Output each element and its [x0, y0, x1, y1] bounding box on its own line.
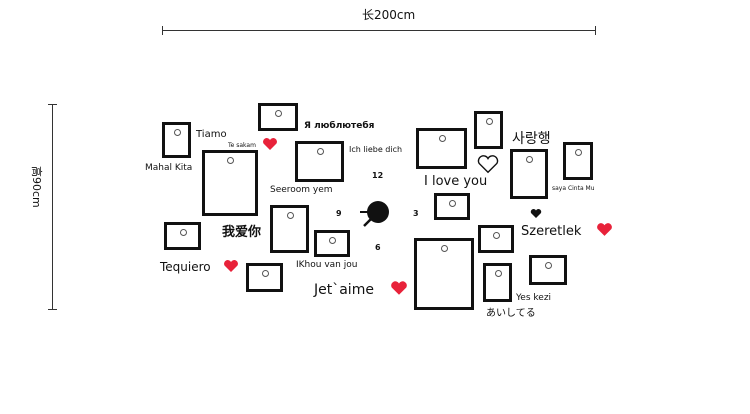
photo-frame: [270, 205, 309, 253]
photo-frame: [414, 238, 474, 310]
height-dimension-label: 高90cm: [30, 166, 43, 208]
phrase-szeretlek: Szeretlek: [521, 224, 582, 239]
photo-frame: [295, 141, 344, 182]
photo-frame: [246, 263, 283, 292]
phrase-te-sakam: Te sakam: [228, 142, 256, 149]
heart-icon: [263, 138, 277, 150]
width-dimension-tick-left: [162, 26, 163, 35]
nail-hole-icon: [227, 157, 234, 164]
phrase-ya-lyublyu: Я люблютебя: [304, 121, 375, 131]
photo-frame: [164, 222, 201, 250]
phrase-tequiero: Tequiero: [160, 260, 211, 274]
heart-icon: [597, 223, 612, 236]
nail-hole-icon: [261, 270, 269, 277]
nail-hole-icon: [575, 149, 582, 156]
height-dimension-tick-bottom: [48, 309, 57, 310]
photo-frame: [478, 225, 514, 253]
phrase-saya-cinta-mu: saya Cinta Mu: [552, 185, 595, 192]
nail-hole-icon: [545, 262, 552, 269]
height-dimension-line: [52, 104, 53, 310]
photo-frame: [202, 150, 258, 216]
nail-hole-icon: [449, 200, 456, 207]
phrase-tiamo: Tiamo: [196, 129, 227, 140]
nail-hole-icon: [526, 156, 533, 163]
clock-number-3: 3: [413, 209, 419, 218]
nail-hole-icon: [493, 232, 500, 239]
height-dimension-tick-top: [48, 104, 57, 105]
phrase-saranghae: 사랑행: [512, 131, 551, 147]
photo-frame: [162, 122, 191, 158]
photo-frame: [258, 103, 298, 131]
width-dimension-line: [162, 30, 596, 31]
outline-heart-icon: [477, 155, 499, 174]
width-dimension-label: 长200cm: [362, 8, 416, 22]
photo-frame: [314, 230, 350, 257]
nail-hole-icon: [329, 237, 336, 244]
heart-icon: [391, 281, 407, 295]
photo-frame: [529, 255, 567, 285]
phrase-jetaime: Jet`aime: [314, 282, 374, 298]
width-dimension-tick-right: [595, 26, 596, 35]
nail-hole-icon: [286, 212, 294, 219]
phrase-yes-kezi: Yes kezi: [516, 293, 552, 303]
photo-frame: [563, 142, 593, 180]
heart-icon: [530, 209, 542, 218]
nail-hole-icon: [275, 110, 282, 117]
nail-hole-icon: [494, 270, 502, 277]
phrase-i-love-you: I love you: [424, 174, 488, 189]
clock-number-6: 6: [375, 243, 381, 252]
photo-frame: [510, 149, 548, 199]
photo-frame: [474, 111, 503, 149]
nail-hole-icon: [316, 148, 324, 155]
phrase-ich-liebe-dich: Ich liebe dich: [349, 145, 403, 154]
nail-hole-icon: [441, 245, 448, 252]
heart-icon: [224, 260, 238, 272]
phrase-wo-ai-ni: 我爱你: [222, 225, 262, 240]
nail-hole-icon: [173, 129, 181, 136]
phrase-mahal-kita: Mahal Kita: [145, 163, 193, 173]
nail-hole-icon: [485, 118, 493, 125]
photo-frame: [483, 263, 512, 302]
nail-hole-icon: [179, 229, 187, 236]
phrase-seeroom-yem: Seeroom yem: [270, 185, 333, 195]
photo-frame: [434, 193, 470, 220]
clock-number-9: 9: [336, 209, 342, 218]
phrase-aishiteru: あいしてる: [486, 308, 536, 319]
photo-frame: [416, 128, 467, 169]
clock-hands-icon: [360, 201, 389, 227]
phrase-ikhou-van-jou: IKhou van jou: [296, 260, 358, 270]
clock-number-12: 12: [372, 171, 384, 180]
nail-hole-icon: [438, 135, 446, 142]
